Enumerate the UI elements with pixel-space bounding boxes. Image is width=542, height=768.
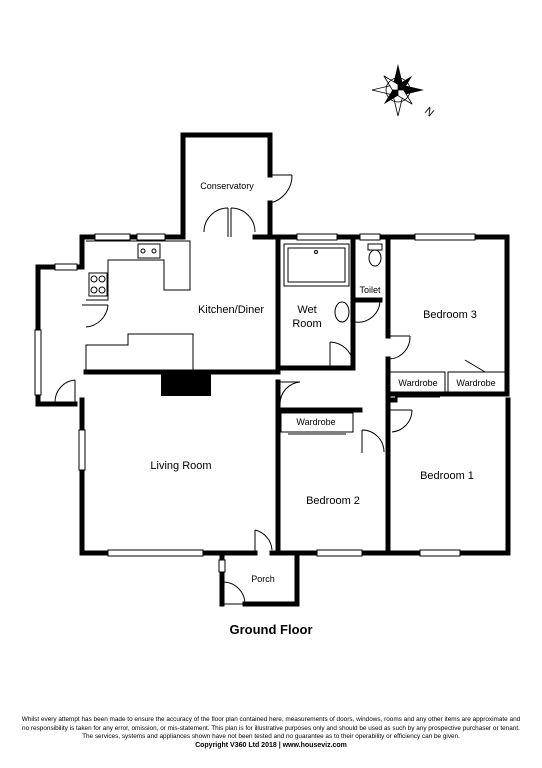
disclaimer-line-2: no responsibility is taken for any error…: [22, 724, 520, 732]
label-porch: Porch: [251, 574, 275, 584]
compass-icon: [371, 64, 424, 117]
label-wet-room-line1: Wet: [297, 304, 316, 316]
interior-walls: [83, 234, 398, 556]
windows: [34, 233, 476, 573]
label-wardrobe-b2: Wardrobe: [296, 417, 335, 427]
label-toilet: Toilet: [359, 285, 381, 295]
wet-room-fittings: [283, 243, 383, 323]
label-wardrobe-b3-right: Wardrobe: [456, 378, 495, 388]
disclaimer-line-1: Whilst every attempt has been made to en…: [21, 716, 521, 723]
label-bedroom-3: Bedroom 3: [423, 309, 477, 321]
copyright-notice: Copyright V360 Ltd 2018 | www.houseviz.c…: [195, 741, 347, 749]
label-kitchen-diner: Kitchen/Diner: [198, 304, 264, 316]
wardrobes: [280, 359, 506, 435]
label-living-room: Living Room: [150, 460, 211, 472]
label-bedroom-2: Bedroom 2: [306, 495, 360, 507]
label-bedroom-1: Bedroom 1: [420, 470, 474, 482]
label-conservatory: Conservatory: [200, 181, 254, 191]
label-wardrobe-b3-left: Wardrobe: [398, 378, 437, 388]
doors: [54, 299, 413, 605]
kitchen-fittings: [85, 240, 211, 396]
disclaimer: Whilst every attempt has been made to en…: [0, 716, 542, 750]
floor-title: Ground Floor: [229, 622, 312, 637]
disclaimer-line-3: The services, systems and appliances sho…: [82, 733, 460, 741]
conservatory: [180, 132, 293, 240]
label-wet-room-line2: Room: [292, 318, 321, 330]
compass-north-label: N: [422, 105, 436, 119]
